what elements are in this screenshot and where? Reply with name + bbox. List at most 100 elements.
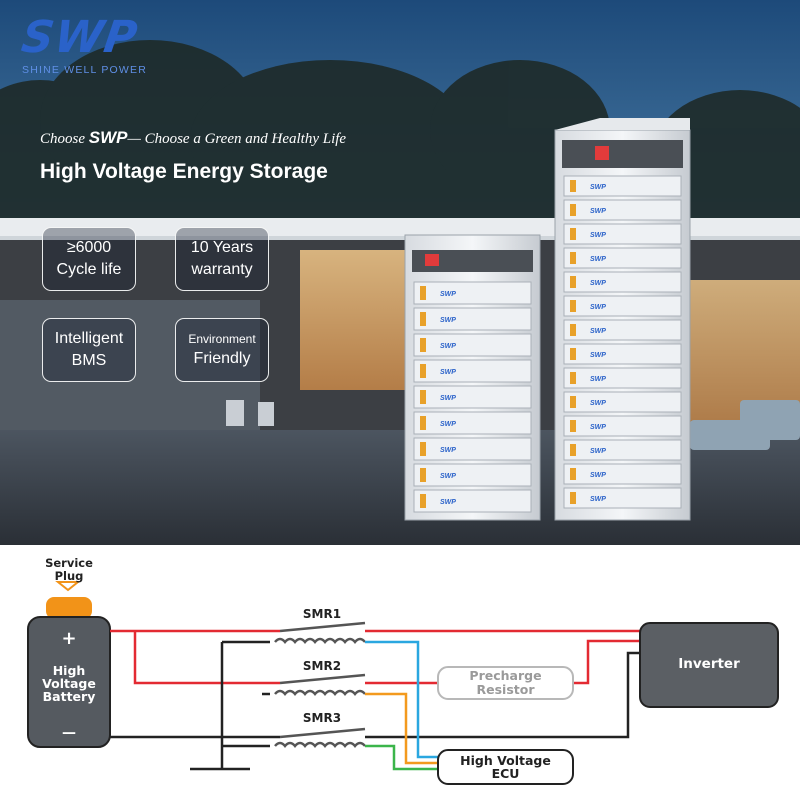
small-rack-module-cable (420, 312, 426, 326)
small-rack-module-badge: SWP (440, 343, 456, 350)
ecu-label-line: High Voltage (460, 753, 551, 768)
feature-label: BMS (71, 352, 107, 369)
tall-rack-module-cable (570, 324, 576, 336)
inverter-box (639, 622, 779, 708)
tall-rack-module (563, 271, 682, 293)
logo-mark: SWP (18, 12, 142, 63)
battery-label: High Voltage Battery (28, 664, 110, 703)
small-rack-module (413, 489, 532, 513)
tall-rack-module-cable (570, 276, 576, 288)
precharge-label-line: Resistor (476, 682, 535, 697)
tall-rack-module-cable (570, 492, 576, 504)
small-rack-module-badge: SWP (440, 421, 456, 428)
small-rack-module-cable (420, 364, 426, 378)
relay-smr1-label: SMR1 (302, 607, 342, 621)
feature-value: Intelligent (54, 330, 124, 347)
battery-label-line: Voltage (42, 676, 96, 691)
tall-rack-module (563, 439, 682, 461)
feature-value: ≥6000 (66, 239, 112, 256)
precharge-label-line: Precharge (469, 668, 542, 683)
circuit-wiring (27, 581, 779, 785)
small-rack-module (413, 437, 532, 461)
tall-rack-module (563, 295, 682, 317)
tall-rack-module-badge: SWP (590, 352, 606, 359)
small-rack-module (413, 307, 532, 331)
feature-value: 10 Years (190, 239, 254, 256)
tall-rack-module-badge: SWP (590, 232, 606, 239)
small-rack-module (413, 333, 532, 357)
feature-warranty: 10 Years warranty (175, 227, 269, 291)
logo-subtitle: SHINE WELL POWER (22, 64, 147, 76)
small-rack-module-badge: SWP (440, 317, 456, 324)
small-rack-module-cable (420, 338, 426, 352)
battery-label-line: High (52, 663, 86, 678)
tall-rack-module (563, 487, 682, 509)
tall-rack-module-cable (570, 180, 576, 192)
small-rack-module-cable (420, 390, 426, 404)
tall-rack-module-badge: SWP (590, 280, 606, 287)
service-plug-line: Plug (54, 569, 84, 583)
tall-rack-module (563, 343, 682, 365)
ecu-label: High Voltage ECU (438, 754, 573, 780)
battery-body (27, 616, 111, 748)
small-rack-module-cable (420, 494, 426, 508)
relay-smr2-label: SMR2 (302, 659, 342, 673)
relay-smr3-label: SMR3 (302, 711, 342, 725)
service-plug-label: Service Plug (33, 557, 105, 583)
tall-rack-module-badge: SWP (590, 304, 606, 311)
small-rack-module-cable (420, 416, 426, 430)
signal-line-orange (365, 692, 438, 765)
tall-rack-module-badge: SWP (590, 184, 606, 191)
tall-rack-module-cable (570, 252, 576, 264)
feature-label: warranty (191, 261, 253, 278)
ecu-box (437, 749, 574, 785)
feature-cycle-life: ≥6000 Cycle life (42, 227, 136, 291)
high-voltage-circuit-diagram: Service Plug + High Voltage Battery — SM… (0, 545, 800, 800)
signal-line-blue (365, 640, 438, 759)
tall-rack-module (563, 463, 682, 485)
tall-rack-module (563, 367, 682, 389)
small-rack-module-badge: SWP (440, 447, 456, 454)
small-rack-module-badge: SWP (440, 395, 456, 402)
small-rack-module (413, 385, 532, 409)
tall-rack-module-badge: SWP (590, 400, 606, 407)
feature-value: Environment (188, 332, 256, 346)
tall-rack-module (563, 247, 682, 269)
ecu-label-line: ECU (491, 766, 520, 781)
small-rack-module (413, 281, 532, 305)
small-rack-module (413, 359, 532, 383)
tall-rack-module-badge: SWP (590, 472, 606, 479)
feature-label: Friendly (193, 350, 251, 367)
tall-rack-module-badge: SWP (590, 256, 606, 263)
tagline-brand: SWP (88, 128, 128, 147)
tagline-suffix: — Choose a Green and Healthy Life (127, 131, 347, 147)
small-rack-module-badge: SWP (440, 473, 456, 480)
feature-bms: Intelligent BMS (42, 318, 136, 382)
tall-rack-module-badge: SWP (590, 208, 606, 215)
tall-rack-module (563, 391, 682, 413)
headline: High Voltage Energy Storage (40, 160, 328, 183)
tall-rack-module (563, 415, 682, 437)
tagline-prefix: Choose (40, 131, 89, 147)
tall-rack-module (563, 319, 682, 341)
battery-plus-sign: + (61, 628, 77, 649)
small-rack-module (413, 463, 532, 487)
tall-rack-module-badge: SWP (590, 448, 606, 455)
service-plug-icon (46, 597, 92, 619)
small-rack-module (413, 411, 532, 435)
feature-environment: Environment Friendly (175, 318, 269, 382)
tall-rack-module-cable (570, 228, 576, 240)
tall-rack-module-badge: SWP (590, 496, 606, 503)
tall-rack-module-cable (570, 420, 576, 432)
precharge-resistor-box (437, 666, 574, 700)
signal-line-green (365, 744, 438, 771)
small-rack-module-badge: SWP (440, 499, 456, 506)
tall-rack-module-cable (570, 444, 576, 456)
tall-rack-module-cable (570, 300, 576, 312)
service-plug-line: Service (45, 556, 93, 570)
plug-arrow-icon (55, 581, 81, 592)
brand-logo: SWP SHINE WELL POWER (18, 12, 147, 76)
tall-rack-module-cable (570, 372, 576, 384)
